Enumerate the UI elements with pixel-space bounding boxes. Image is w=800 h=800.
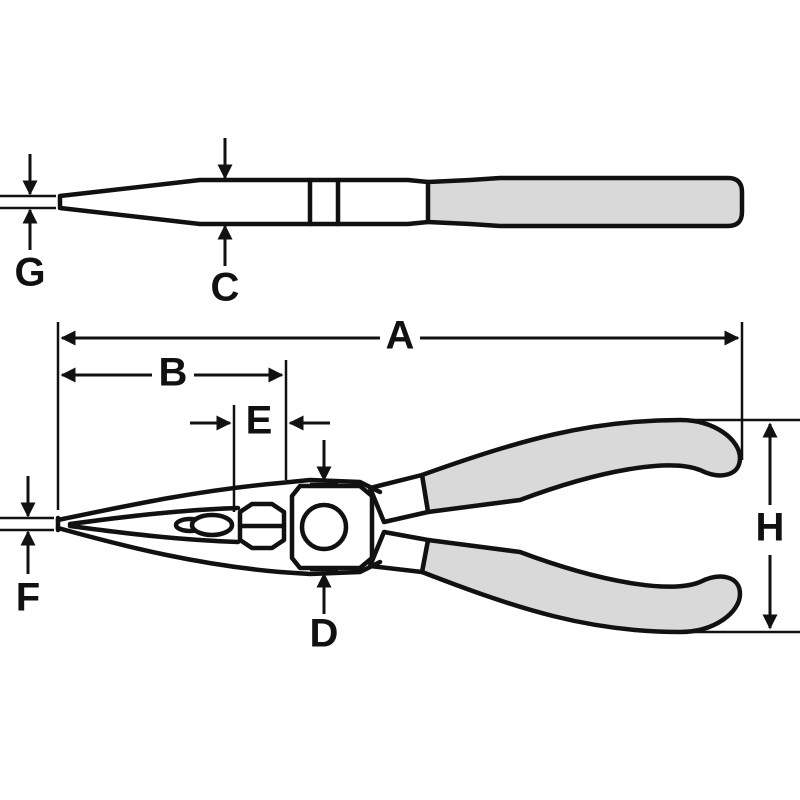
dimension-f: F	[0, 476, 54, 620]
lower-jaw	[55, 525, 383, 577]
lower-handle-grip	[419, 537, 743, 635]
label-e: E	[246, 399, 273, 443]
dimension-e: E	[190, 399, 330, 512]
label-f: F	[16, 576, 40, 620]
label-c: C	[211, 266, 240, 310]
label-g: G	[14, 251, 45, 295]
pivot-rivet	[299, 502, 349, 552]
pliers-side-view	[57, 175, 745, 229]
pliers-front-view	[55, 417, 743, 635]
upper-handle-metal	[367, 472, 431, 525]
dimension-h: H	[652, 418, 800, 634]
jaw-inner-lower	[67, 523, 241, 545]
label-b: B	[159, 351, 188, 395]
lower-handle-metal	[367, 529, 431, 575]
dimension-g: G	[0, 154, 56, 295]
dimension-a: A	[56, 314, 744, 510]
serration-oval	[189, 512, 235, 538]
dimension-b: B	[60, 351, 288, 480]
upper-handle-grip	[419, 417, 743, 515]
label-a: A	[386, 314, 415, 358]
label-h: H	[756, 506, 785, 550]
side-view-body	[57, 177, 431, 227]
jaw-inner-upper	[67, 505, 241, 527]
label-d: D	[310, 612, 339, 656]
dimension-c: C	[211, 138, 240, 310]
side-view-grip	[425, 175, 745, 229]
upper-jaw	[55, 477, 383, 523]
dimension-d: D	[310, 440, 339, 656]
